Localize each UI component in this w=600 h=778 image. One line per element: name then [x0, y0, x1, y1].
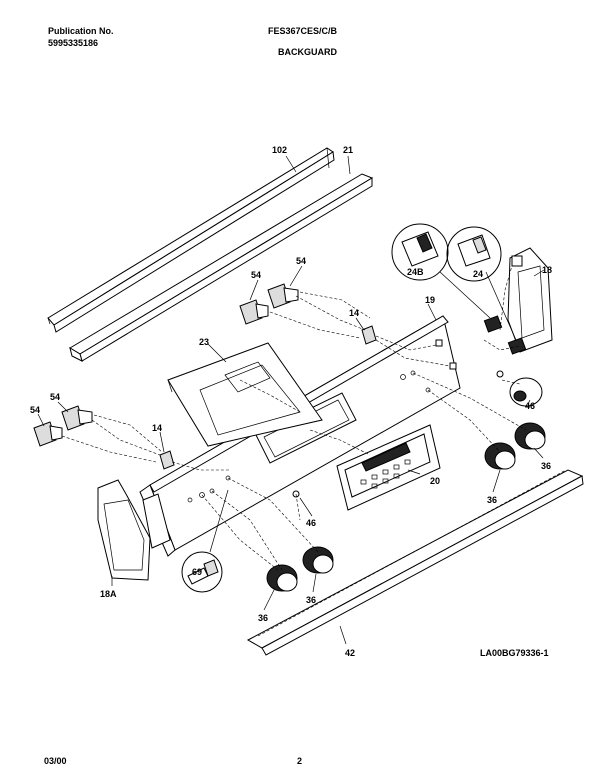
part-14-lamp-holder	[361, 325, 377, 345]
callout-36: 36	[258, 613, 268, 623]
callout-18a: 18A	[100, 589, 117, 599]
assembly-lines	[61, 265, 527, 571]
callout-14: 14	[152, 423, 162, 433]
callout-19: 19	[425, 295, 435, 305]
callout-54: 54	[30, 405, 40, 415]
part-42-bottom-trim	[246, 469, 584, 656]
callout-42: 42	[345, 648, 355, 658]
callout-54: 54	[251, 270, 261, 280]
callout-54: 54	[50, 392, 60, 402]
diagram-code: LA00BG79336-1	[480, 648, 549, 658]
part-36-knob	[266, 564, 298, 592]
callout-24b: 24B	[407, 267, 424, 277]
callout-69: 69	[192, 567, 202, 577]
callout-21: 21	[343, 145, 353, 155]
part-18-bracket	[507, 247, 553, 353]
callout-46: 46	[525, 401, 535, 411]
callout-14: 14	[349, 308, 359, 318]
callout-102: 102	[272, 145, 287, 155]
section-title: BACKGUARD	[278, 47, 337, 57]
part-14-lamp-holder	[159, 450, 175, 470]
footer-date: 03/00	[44, 756, 67, 766]
part-24-switch-inset	[446, 226, 502, 282]
part-54-socket	[267, 283, 299, 309]
part-69-screw-inset	[181, 489, 229, 593]
part-24b-switch-inset	[391, 223, 449, 281]
part-36-knob	[484, 442, 516, 470]
part-36-knob	[302, 546, 334, 574]
page-number: 2	[297, 756, 303, 766]
leader-lines	[37, 155, 545, 645]
callout-36: 36	[541, 461, 551, 471]
callout-23: 23	[199, 337, 209, 347]
part-36-knob	[514, 422, 546, 450]
model-number: FES367CES/C/B	[268, 26, 338, 36]
part-54-socket	[33, 421, 63, 447]
part-18a-end-cap	[97, 479, 151, 581]
callout-24: 24	[473, 269, 483, 279]
part-54-socket	[239, 299, 269, 325]
callout-36: 36	[487, 495, 497, 505]
part-20-control-board	[336, 424, 441, 511]
publication-number: 5995335186	[48, 38, 99, 48]
callout-46: 46	[306, 518, 316, 528]
part-46-knob	[509, 377, 543, 407]
part-54-socket	[61, 405, 93, 431]
part-23-shield	[167, 342, 323, 447]
callout-18: 18	[542, 265, 552, 275]
callout-20: 20	[430, 476, 440, 486]
part-102-trim-strip	[47, 147, 335, 333]
callout-36: 36	[306, 595, 316, 605]
part-21-rail	[69, 173, 374, 362]
publication-label: Publication No.	[48, 26, 114, 36]
callout-54: 54	[296, 256, 306, 266]
part-46-clip	[292, 370, 504, 498]
installed-switches	[439, 271, 527, 355]
